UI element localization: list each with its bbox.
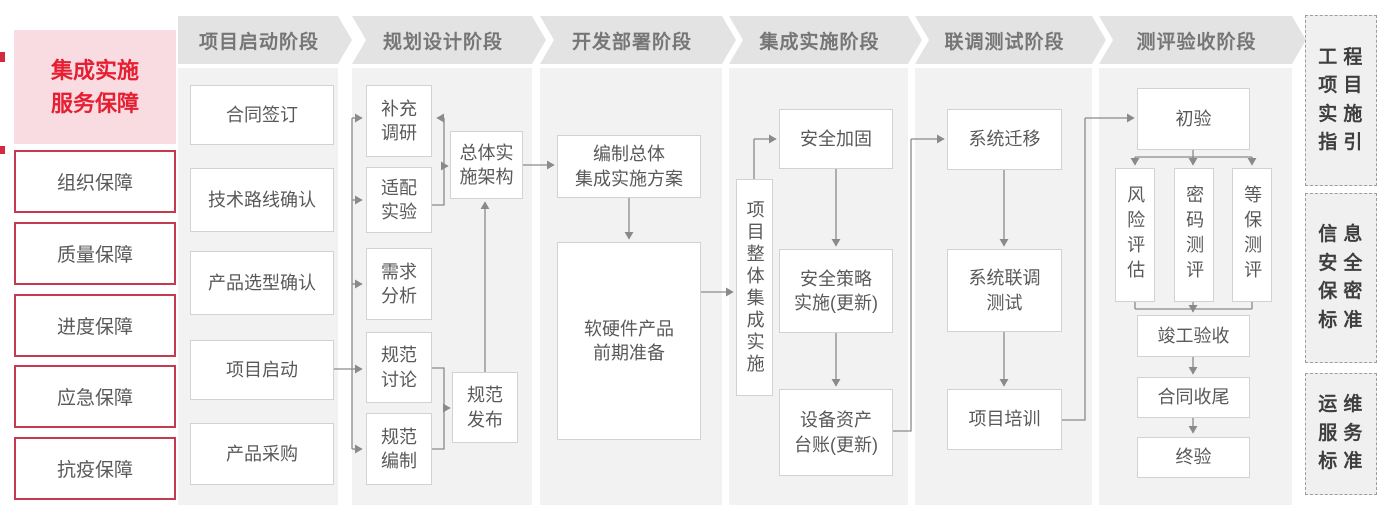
ref-engineering-implementation-guide: 工程 项目 实施 指引 (1305, 15, 1377, 186)
node-spec-drafting: 规范 编制 (366, 413, 432, 485)
ref-ops-service-standard: 运维 服务 标准 (1305, 373, 1377, 495)
node-crypto-evaluation: 密码测评 (1174, 168, 1214, 302)
node-project-training: 项目培训 (947, 389, 1062, 450)
phase-header-evaluation-acceptance: 测评验收阶段 (1099, 16, 1306, 64)
node-overall-integration-implementation: 项目整体集成实施 (736, 179, 773, 396)
node-spec-discussion: 规范 讨论 (366, 332, 432, 403)
phase-header-joint-testing: 联调测试阶段 (915, 16, 1106, 64)
node-system-migration: 系统迁移 (947, 109, 1062, 170)
node-final-acceptance: 终验 (1137, 437, 1250, 478)
phase-header-integration: 集成实施阶段 (729, 16, 922, 64)
node-overall-implementation-plan: 编制总体 集成实施方案 (557, 135, 701, 198)
guarantee-item-schedule: 进度保障 (14, 294, 176, 357)
node-mlps-evaluation: 等保测评 (1232, 168, 1272, 302)
phase-header-planning-design: 规划设计阶段 (352, 16, 546, 64)
guarantee-item-quality: 质量保障 (14, 222, 176, 285)
node-contract-signing: 合同签订 (190, 85, 334, 145)
left-edge-artifact (0, 146, 5, 154)
node-product-procurement: 产品采购 (190, 423, 334, 485)
node-security-policy-update: 安全策略 实施(更新) (779, 249, 893, 333)
phase-header-dev-deploy: 开发部署阶段 (540, 16, 736, 64)
node-requirement-analysis: 需求 分析 (366, 248, 432, 320)
node-project-kickoff: 项目启动 (190, 340, 334, 400)
node-risk-assessment: 风险评估 (1115, 168, 1155, 302)
node-product-selection-confirm: 产品选型确认 (190, 251, 334, 315)
node-supplement-research: 补充 调研 (366, 85, 432, 157)
phase-header-project-kickoff: 项目启动阶段 (178, 16, 352, 64)
node-tech-route-confirm: 技术路线确认 (190, 168, 334, 232)
left-edge-artifact (0, 52, 5, 62)
node-system-joint-testing: 系统联调 测试 (947, 249, 1062, 332)
diagram-title: 集成实施 服务保障 (14, 30, 176, 144)
node-overall-architecture: 总体实 施架构 (450, 131, 523, 199)
ref-infosec-confidentiality-standard: 信息 安全 保密 标准 (1305, 193, 1377, 363)
node-asset-ledger-update: 设备资产 台账(更新) (779, 389, 893, 476)
node-hw-sw-preparation: 软硬件产品 前期准备 (557, 242, 701, 440)
node-contract-closure: 合同收尾 (1137, 377, 1250, 418)
guarantee-item-emergency: 应急保障 (14, 365, 176, 428)
node-adaptation-test: 适配 实验 (366, 167, 432, 233)
guarantee-item-epidemic: 抗疫保障 (14, 437, 176, 500)
node-initial-acceptance: 初验 (1137, 88, 1250, 150)
guarantee-item-organization: 组织保障 (14, 150, 176, 213)
node-spec-release: 规范 发布 (452, 372, 518, 443)
node-completion-acceptance: 竣工验收 (1137, 315, 1250, 357)
node-security-hardening: 安全加固 (779, 109, 893, 169)
